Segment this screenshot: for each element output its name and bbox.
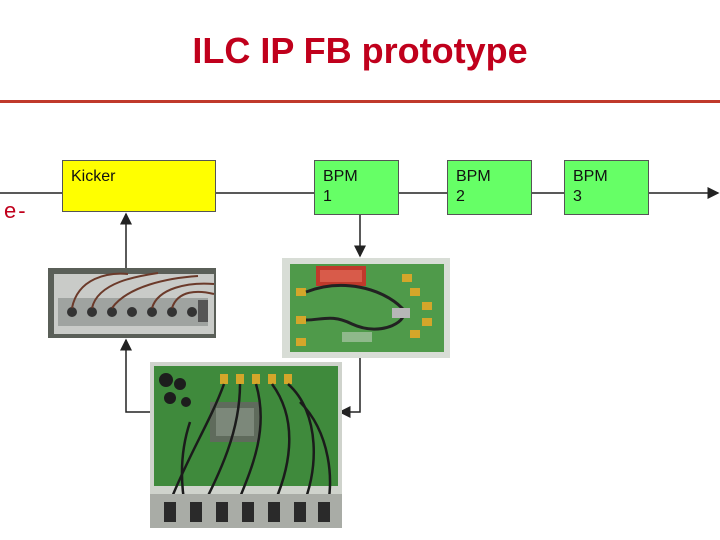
bpm1-label: BPM bbox=[323, 168, 358, 185]
circuit-board-icon bbox=[282, 258, 450, 358]
bpm1-number: 1 bbox=[323, 188, 332, 205]
bpm3-label: BPM bbox=[573, 168, 608, 185]
slide-title: ILC IP FB prototype bbox=[192, 30, 528, 71]
kicker-label: Kicker bbox=[71, 168, 116, 185]
amplifier-hardware-icon bbox=[48, 268, 216, 338]
beam-particle-label: e- bbox=[4, 198, 28, 223]
bpm2-box: BPM 2 bbox=[447, 160, 532, 215]
bpm-processor-board-photo bbox=[282, 258, 450, 358]
feedback-to-amplifier-arrow bbox=[120, 338, 150, 413]
bpm2-number: 2 bbox=[456, 188, 465, 205]
fpga-board-icon bbox=[150, 362, 342, 528]
kicker-box: Kicker bbox=[62, 160, 216, 212]
feedback-board-photo bbox=[150, 362, 342, 528]
bpm3-box: BPM 3 bbox=[564, 160, 649, 215]
kicker-amplifier-photo bbox=[48, 268, 216, 338]
title-divider bbox=[0, 100, 720, 103]
processor-to-feedback-arrow bbox=[338, 358, 361, 418]
bpm2-label: BPM bbox=[456, 168, 491, 185]
bpm1-box: BPM 1 bbox=[314, 160, 399, 215]
bpm3-number: 3 bbox=[573, 188, 582, 205]
